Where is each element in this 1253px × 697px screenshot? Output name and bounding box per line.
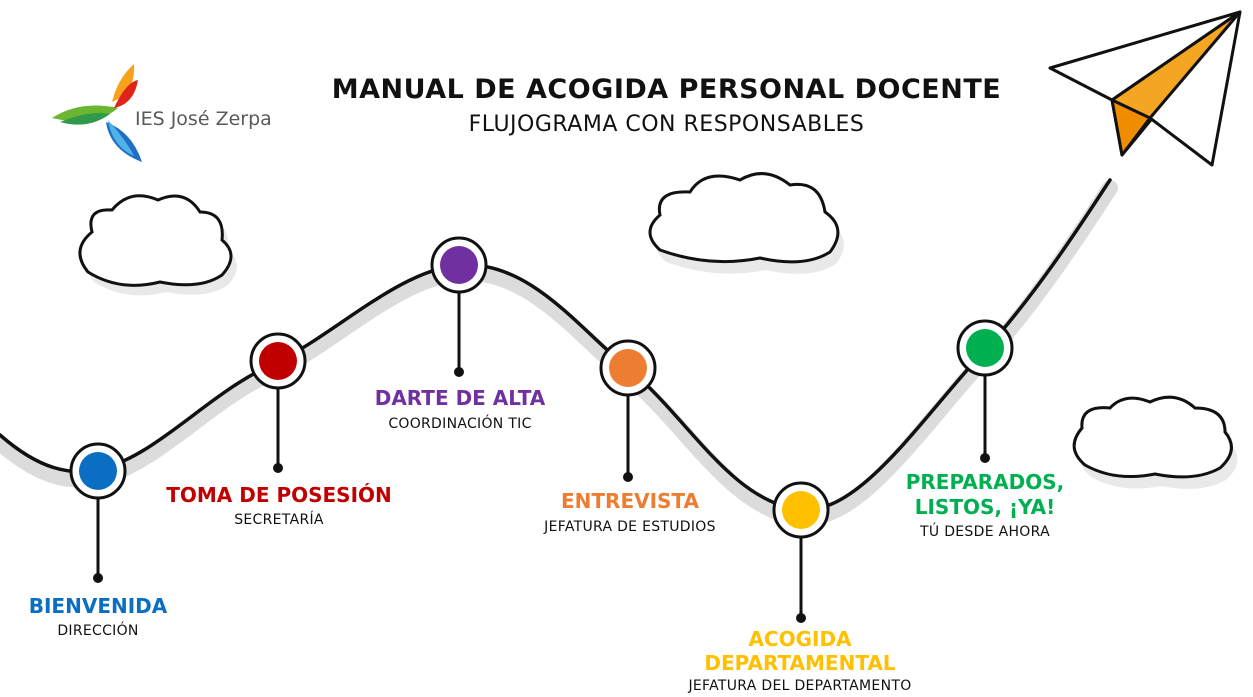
connector-dot-bienvenida [93, 573, 103, 583]
step-label-entrevista: ENTREVISTA [561, 489, 699, 513]
cloud-left-icon [78, 194, 238, 296]
step-label-darte-de-alta: DARTE DE ALTA [374, 386, 546, 410]
step-node-entrevista [599, 339, 657, 397]
step-node-darte-de-alta [430, 236, 488, 294]
step-label-preparados-line2: LISTOS, ¡YA! [914, 495, 1056, 519]
logo-text: IES José Zerpa [135, 108, 272, 130]
step-node-bienvenida [69, 442, 127, 500]
step-responsible-acogida-departamental: JEFATURA DEL DEPARTAMENTO [688, 678, 912, 694]
step-label-acogida-departamental-line2: DEPARTAMENTAL [704, 651, 896, 675]
connector-dot-darte-de-alta [454, 367, 464, 377]
step-responsible-entrevista: JEFATURA DE ESTUDIOS [544, 519, 716, 535]
step-node-preparados [956, 319, 1014, 377]
step-responsible-darte-de-alta: COORDINACIÓN TIC [388, 416, 532, 432]
step-node-acogida-departamental [772, 481, 830, 539]
step-label-bienvenida: BIENVENIDA [28, 594, 168, 618]
step-responsible-preparados: TÚ DESDE AHORA [920, 524, 1050, 540]
step-responsible-toma-de-posesion: SECRETARÍA [234, 512, 324, 528]
step-node-toma-de-posesion [249, 332, 307, 390]
cloud-right-icon [1072, 395, 1238, 489]
connector-dot-entrevista [623, 472, 633, 482]
page-subtitle: FLUJOGRAMA CON RESPONSABLES [468, 112, 865, 137]
paper-plane-icon [1048, 10, 1242, 167]
flow-path [0, 178, 1118, 527]
connector-dot-toma-de-posesion [273, 463, 283, 473]
step-label-acogida-departamental-line1: ACOGIDA [748, 627, 852, 651]
step-label-toma-de-posesion: TOMA DE POSESIÓN [166, 483, 392, 507]
page-title: MANUAL DE ACOGIDA PERSONAL DOCENTE [331, 74, 1002, 105]
school-logo-icon [52, 64, 142, 162]
cloud-middle-icon [648, 172, 844, 274]
step-responsible-bienvenida: DIRECCIÓN [57, 623, 139, 639]
connector-dot-acogida-departamental [796, 613, 806, 623]
step-label-preparados-line1: PREPARADOS, [905, 470, 1065, 494]
connector-dot-preparados [980, 453, 990, 463]
